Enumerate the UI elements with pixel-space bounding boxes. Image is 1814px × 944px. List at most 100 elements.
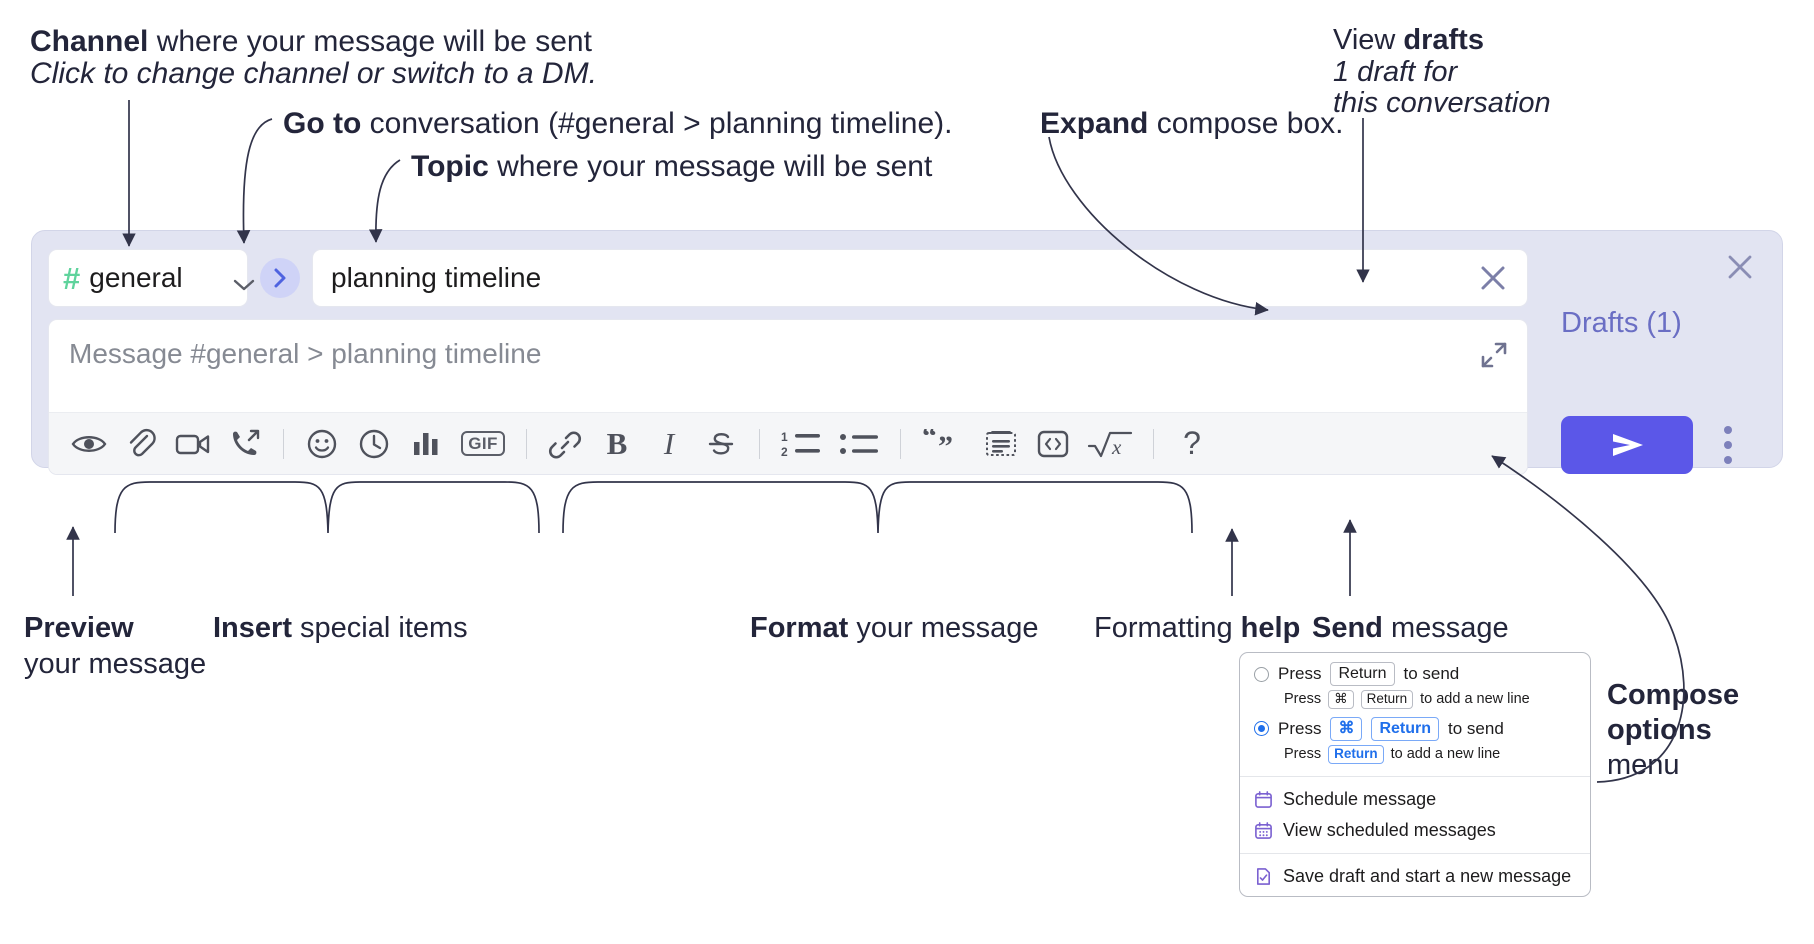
- attachment-icon[interactable]: [115, 418, 167, 470]
- menu-option-row[interactable]: Press Return to send: [1240, 659, 1590, 689]
- more-vertical-icon[interactable]: [1715, 423, 1741, 467]
- toolbar-separator: [526, 428, 527, 459]
- bold-icon[interactable]: B: [591, 418, 643, 470]
- kebab-dot: [1724, 456, 1732, 464]
- menu-option-cmd-return-to-send[interactable]: Press ⌘ Return to send Press Return to a…: [1240, 714, 1590, 769]
- radio-unselected-icon[interactable]: [1254, 666, 1269, 682]
- poll-icon[interactable]: [400, 418, 452, 470]
- annotation-insert-bold: Insert: [213, 612, 292, 644]
- key-return: Return: [1330, 662, 1395, 686]
- emoji-icon[interactable]: [296, 418, 348, 470]
- key-command: ⌘: [1328, 690, 1354, 709]
- sub-prefix: Press: [1284, 746, 1322, 763]
- annotation-drafts-italic1: 1 draft for: [1333, 56, 1458, 88]
- annotation-co-bold2: options: [1607, 714, 1712, 746]
- calendar-grid-icon: [1254, 821, 1273, 840]
- svg-text:“: “: [922, 429, 937, 453]
- svg-text:2: 2: [781, 445, 788, 459]
- annotation-preview-bold: Preview: [24, 612, 134, 644]
- help-icon[interactable]: ?: [1166, 418, 1218, 470]
- annotation-preview-line1: Preview: [24, 611, 134, 646]
- annotation-preview-line2: your message: [24, 647, 206, 682]
- preview-icon[interactable]: [63, 418, 115, 470]
- annotation-insert: Insert special items: [213, 611, 468, 646]
- menu-option-return-to-send[interactable]: Press Return to send Press ⌘ Return to a…: [1240, 659, 1590, 714]
- compose-right-rail: Drafts (1): [1543, 231, 1782, 474]
- key-return: Return: [1360, 690, 1414, 709]
- annotation-topic-bold: Topic: [411, 150, 489, 183]
- kebab-dot: [1724, 426, 1732, 434]
- latex-icon[interactable]: x: [1079, 418, 1141, 470]
- help-label: ?: [1183, 425, 1201, 461]
- link-icon[interactable]: [539, 418, 591, 470]
- annotation-goto-bold: Go to: [283, 107, 362, 140]
- drafts-link[interactable]: Drafts (1): [1561, 307, 1682, 339]
- annotation-compose-options-line2: options: [1607, 713, 1712, 748]
- call-icon[interactable]: [219, 418, 271, 470]
- annotation-help-plain: Formatting: [1094, 612, 1241, 644]
- annotation-expand-bold: Expand: [1040, 107, 1149, 140]
- menu-item-save-draft[interactable]: Save draft and start a new message: [1240, 861, 1590, 892]
- compose-panel: # general planning timeline Message #gen…: [31, 230, 1783, 475]
- menu-divider: [1240, 852, 1590, 854]
- annotation-compose-options-line3: menu: [1607, 748, 1680, 783]
- annotation-insert-rest: special items: [291, 612, 468, 644]
- topic-input[interactable]: planning timeline: [312, 249, 1528, 307]
- code-block-icon[interactable]: [975, 418, 1027, 470]
- compose-main-area: # general planning timeline Message #gen…: [32, 231, 1545, 475]
- italic-label: I: [663, 426, 675, 461]
- calendar-schedule-icon: [1254, 790, 1273, 809]
- menu-item-label: View scheduled messages: [1283, 819, 1496, 840]
- annotation-channel-bold: Channel: [30, 25, 149, 58]
- key-return: Return: [1328, 744, 1384, 764]
- goto-conversation-button[interactable]: [260, 258, 300, 298]
- topic-value: planning timeline: [331, 262, 542, 293]
- send-paper-plane-icon: [1613, 434, 1643, 456]
- ordered-list-icon[interactable]: 1 2: [772, 418, 830, 470]
- save-draft-icon: [1254, 867, 1273, 886]
- chevron-right-icon: [274, 268, 286, 288]
- annotation-send-rest: message: [1382, 612, 1509, 644]
- send-button[interactable]: [1561, 416, 1693, 474]
- hash-icon: #: [63, 260, 81, 296]
- sub-suffix: to add a new line: [1390, 746, 1501, 763]
- sub-suffix: to add a new line: [1420, 691, 1530, 708]
- annotation-channel-italic: Click to change channel or switch to a D…: [30, 57, 597, 90]
- annotation-drafts-line2: 1 draft for: [1333, 55, 1457, 90]
- blockquote-icon[interactable]: “ ”: [913, 418, 975, 470]
- annotation-topic: Topic where your message will be sent: [411, 149, 932, 186]
- menu-item-schedule-message[interactable]: Schedule message: [1240, 784, 1590, 815]
- option-suffix: to send: [1448, 718, 1504, 738]
- annotation-co-bold1: Compose: [1607, 679, 1740, 711]
- option-prefix: Press: [1278, 718, 1322, 738]
- channel-selector[interactable]: # general: [48, 249, 255, 307]
- kebab-dot: [1724, 441, 1732, 449]
- annotation-expand-rest: compose box.: [1148, 107, 1344, 140]
- key-command: ⌘: [1330, 716, 1363, 741]
- clock-icon[interactable]: [348, 418, 400, 470]
- italic-icon[interactable]: I: [643, 418, 695, 470]
- toolbar-separator: [283, 428, 284, 459]
- menu-option-row[interactable]: Press ⌘ Return to send: [1240, 714, 1590, 744]
- annotation-formatting-help: Formatting help: [1094, 611, 1300, 646]
- gif-icon[interactable]: GIF: [452, 418, 514, 470]
- annotation-drafts-line1: View drafts: [1333, 23, 1484, 58]
- bulleted-list-icon[interactable]: [830, 418, 888, 470]
- message-placeholder: Message #general > planning timeline: [69, 338, 542, 369]
- annotation-co-rest: menu: [1607, 749, 1680, 781]
- radio-selected-icon[interactable]: [1254, 721, 1269, 737]
- close-icon[interactable]: [1720, 247, 1760, 287]
- inline-code-icon[interactable]: [1027, 418, 1079, 470]
- annotation-send: Send message: [1312, 611, 1509, 646]
- annotation-format: Format your message: [750, 611, 1039, 646]
- message-input-container[interactable]: Message #general > planning timeline: [48, 319, 1528, 475]
- video-icon[interactable]: [167, 418, 219, 470]
- expand-icon[interactable]: [1475, 336, 1513, 374]
- close-icon[interactable]: [1471, 256, 1515, 300]
- annotation-help-bold: help: [1240, 612, 1301, 644]
- menu-item-view-scheduled[interactable]: View scheduled messages: [1240, 815, 1590, 846]
- annotation-goto-rest: conversation (#general > planning timeli…: [361, 107, 953, 140]
- strikethrough-icon[interactable]: [695, 418, 747, 470]
- annotation-topic-rest: where your message will be sent: [488, 150, 933, 183]
- option-suffix: to send: [1403, 664, 1460, 683]
